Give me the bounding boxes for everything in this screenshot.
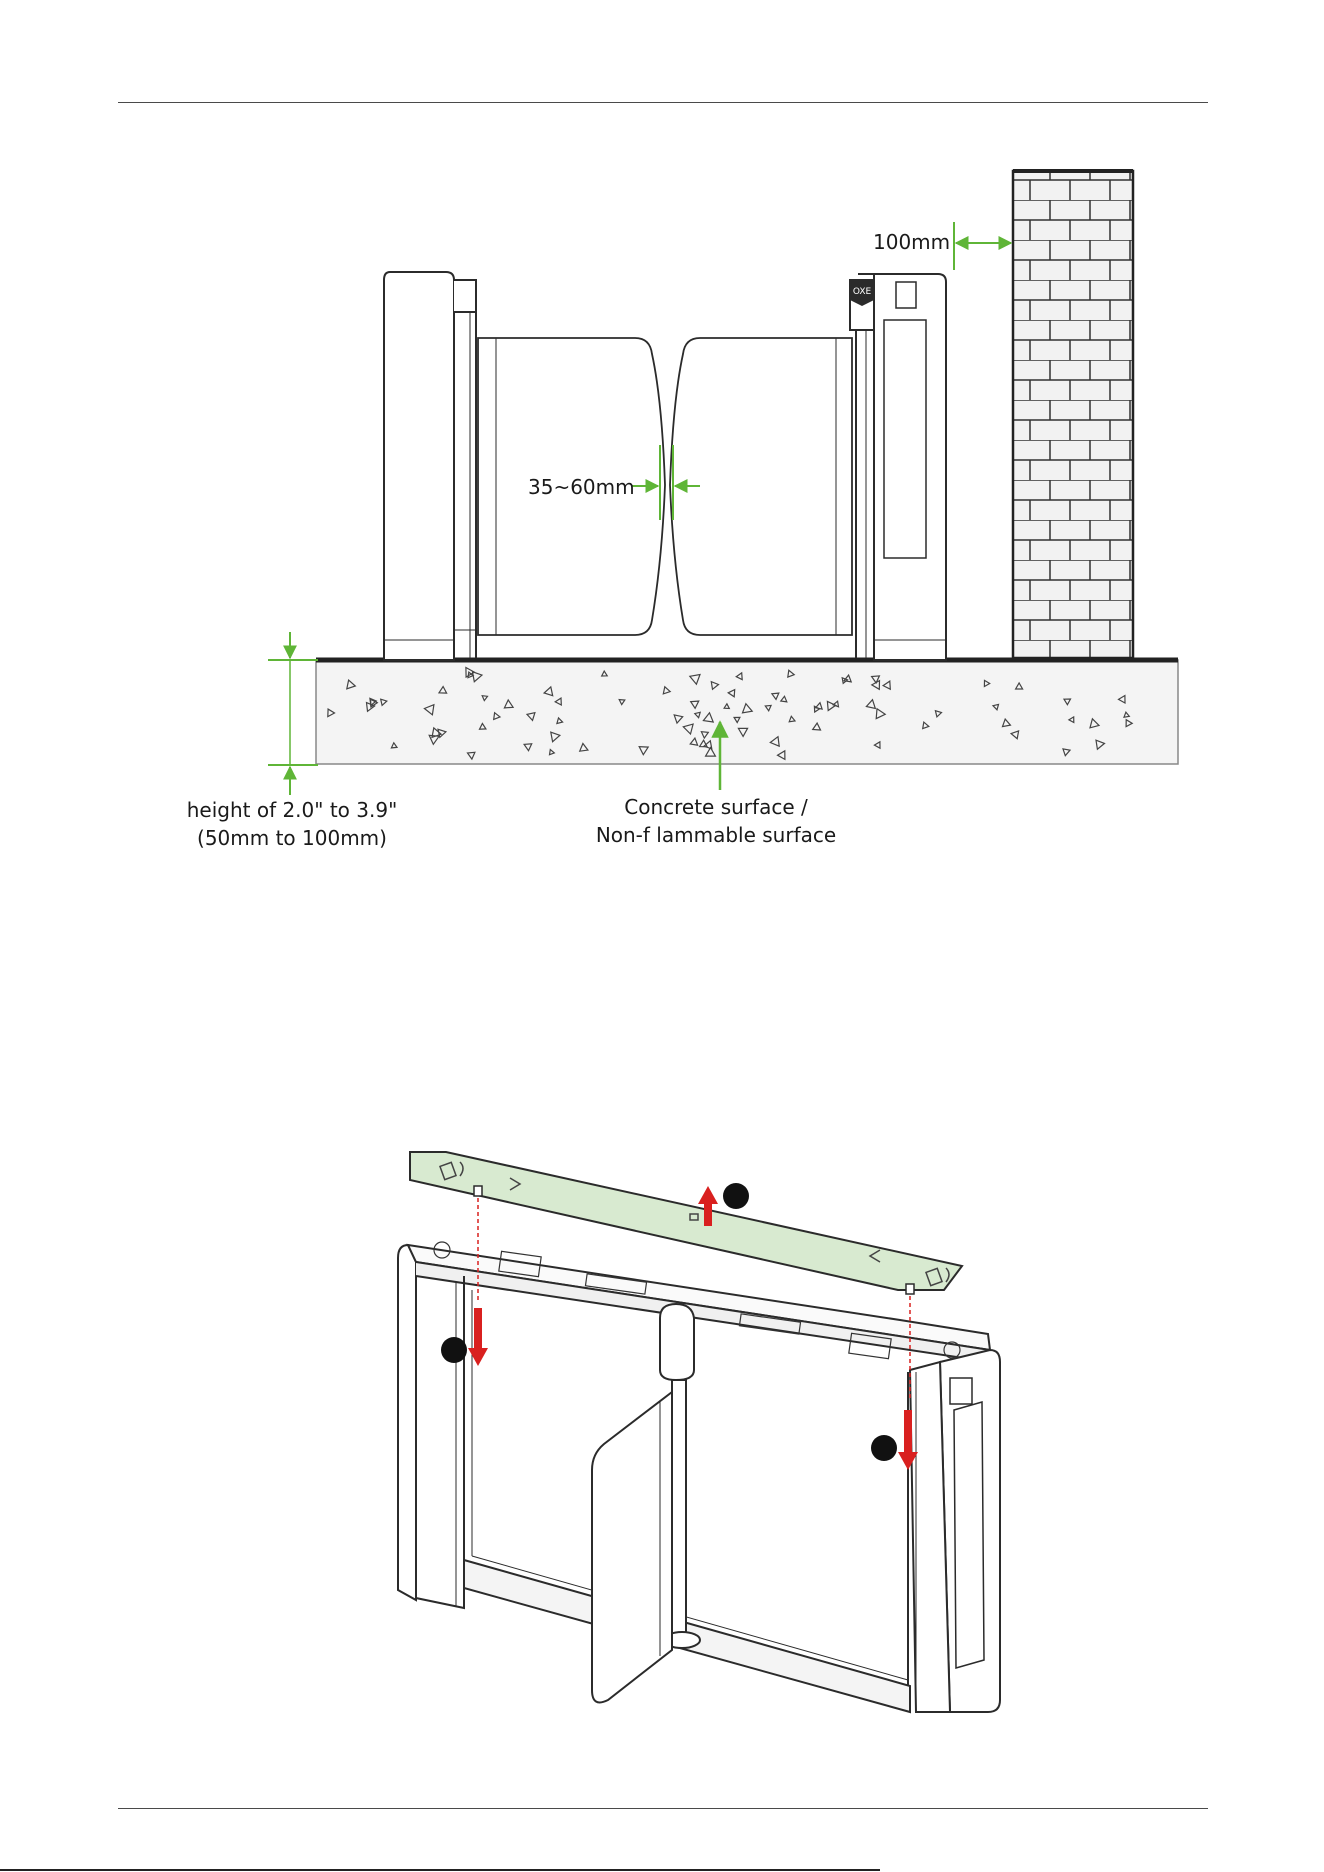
screw-guide-lines <box>478 1198 910 1400</box>
step-marker <box>441 1337 467 1363</box>
wall-clearance-label: 100mm <box>873 230 950 254</box>
right-cabinet <box>850 274 946 660</box>
card-reader-icon <box>440 1162 463 1180</box>
swing-gate-panel <box>592 1392 672 1702</box>
card-reader-icon <box>926 1268 949 1286</box>
pivot-post <box>660 1304 700 1648</box>
height-label-line1: height of 2.0" to 3.9" <box>187 798 398 822</box>
step-marker <box>871 1435 897 1461</box>
surface-label-line2: Non-f lammable surface <box>596 823 836 847</box>
unscrew-arrow-right <box>898 1410 918 1470</box>
height-label-line2: (50mm to 100mm) <box>197 826 387 850</box>
installation-figure-elevation: OXE 35~60mm 100mm height of 2.0" to 3.9"… <box>0 0 1324 900</box>
left-cabinet <box>384 272 476 660</box>
internal-mechanism <box>434 1242 960 1359</box>
brick-wall <box>1013 171 1133 658</box>
svg-text:OXE: OXE <box>853 287 872 297</box>
slab-height-dimension <box>268 632 318 795</box>
wall-clearance-dimension <box>954 222 1011 270</box>
gate-gap-label: 35~60mm <box>528 475 635 499</box>
top-cover <box>410 1152 962 1294</box>
concrete-slab <box>316 660 1178 764</box>
footer-rule <box>118 1808 1208 1809</box>
surface-label-line1: Concrete surface / <box>624 795 808 819</box>
page-edge-rule <box>0 1869 880 1871</box>
step-marker <box>723 1183 749 1209</box>
unscrew-arrow-left <box>468 1308 488 1366</box>
turnstile-frame <box>398 1245 1000 1712</box>
lift-cover-arrow <box>698 1186 718 1226</box>
